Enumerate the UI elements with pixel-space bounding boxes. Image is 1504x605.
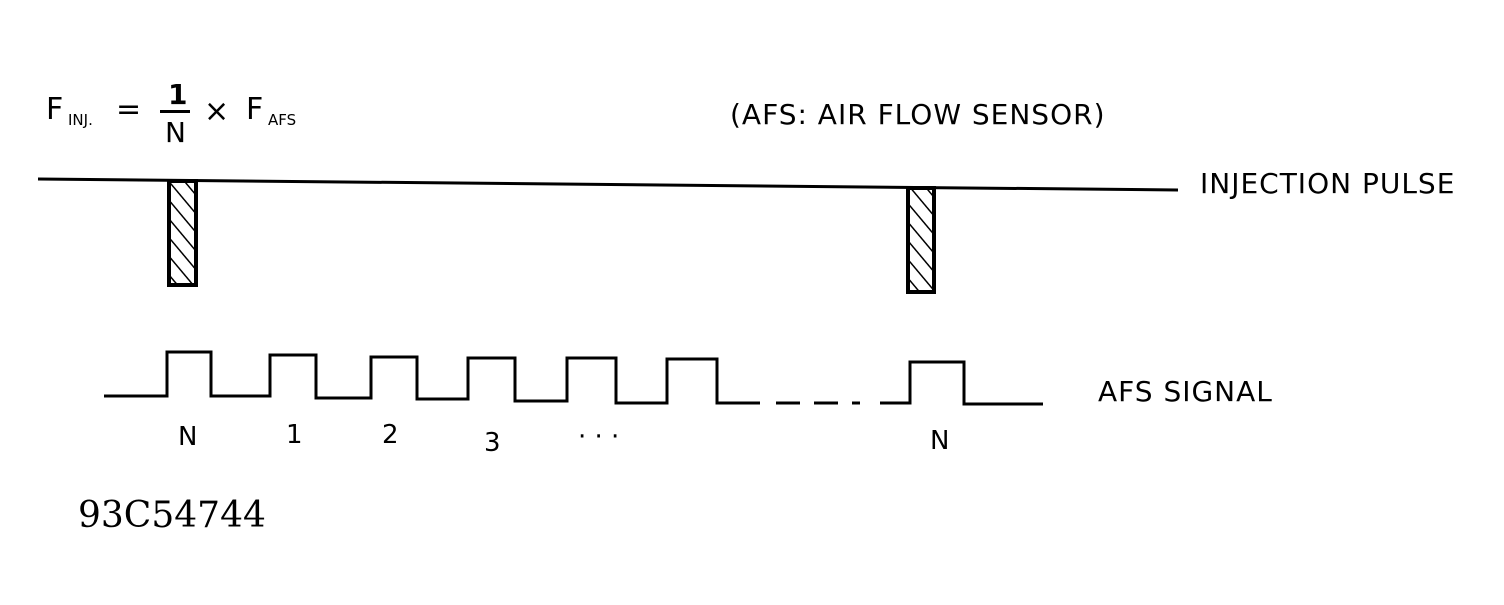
pulse-label-ellipsis: · · ·: [578, 422, 620, 452]
injection-pulse-label: INJECTION PULSE: [1200, 167, 1456, 200]
formula-times: ×: [204, 94, 230, 129]
pulse-label-n-last: N: [930, 426, 950, 456]
afs-signal-label: AFS SIGNAL: [1098, 375, 1273, 408]
formula-equals: =: [116, 92, 142, 127]
formula-lhs-subscript: INJ.: [68, 111, 93, 129]
formula-fraction-bar: [160, 110, 190, 113]
formula-denominator: N: [165, 116, 186, 149]
afs-square-wave-end: [880, 360, 1043, 406]
formula-lhs-symbol: F: [46, 92, 64, 127]
pulse-label-2: 2: [382, 420, 399, 450]
formula-rhs-subscript: AFS: [268, 111, 297, 129]
formula: F INJ. = 1 N × F AFS: [46, 78, 346, 149]
injection-pulse-bar-first: [167, 179, 198, 287]
formula-rhs-symbol: F: [246, 92, 264, 127]
legend-note: (AFS: AIR FLOW SENSOR): [730, 98, 1106, 131]
afs-square-wave: [104, 350, 760, 405]
injection-pulse-bar-second: [906, 186, 936, 294]
formula-numerator: 1: [168, 78, 188, 111]
figure-code: 93C54744: [78, 495, 266, 536]
pulse-label-1: 1: [286, 420, 303, 450]
pulse-label-n-first: N: [178, 422, 198, 452]
pulse-label-3: 3: [484, 428, 501, 458]
injection-baseline: [37, 177, 1179, 192]
